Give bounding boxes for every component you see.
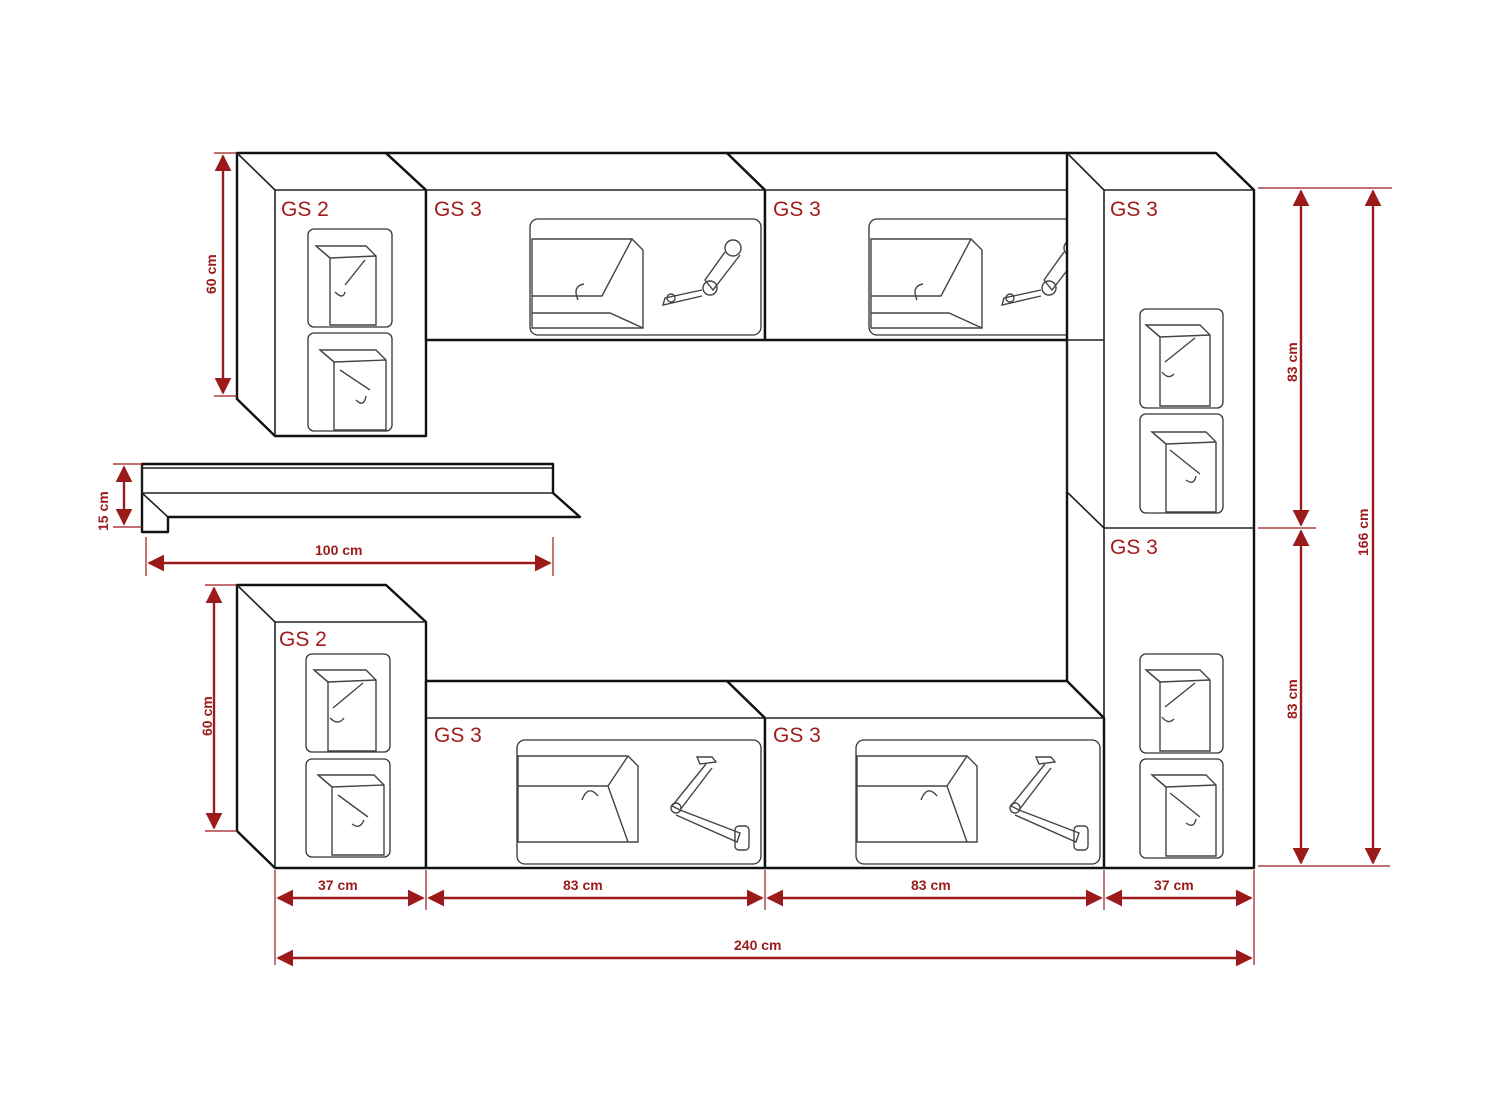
dimension-total-width: 240 cm [276,937,1253,967]
dimension-bottom-widths: 37 cm 83 cm 83 cm 37 cm [274,870,1255,965]
svg-text:83 cm: 83 cm [1284,342,1300,382]
svg-text:15 cm: 15 cm [95,491,111,531]
dimension-right-lower-height: 83 cm [1258,529,1390,867]
dimension-total-height: 166 cm [1316,187,1392,865]
module-label: GS 3 [434,198,482,221]
door-swing-icon [1150,431,1217,513]
door-swing-icon [318,349,387,431]
cabinet-bottom-mid-right: GS 3 [725,679,1106,870]
module-label: GS 3 [1110,536,1158,559]
cabinet-right-column: GS 3 GS 3 [1065,151,1256,870]
door-swing-icon [312,669,377,752]
svg-text:240 cm: 240 cm [734,937,781,953]
cabinet-top-mid-right: GS 3 [725,151,1106,342]
dimension-shelf-width: 100 cm [145,537,554,576]
module-label: GS 2 [279,628,327,651]
door-swing-icon [314,245,377,326]
svg-text:100 cm: 100 cm [315,542,362,558]
svg-text:166 cm: 166 cm [1355,509,1371,556]
svg-text:83 cm: 83 cm [911,877,951,893]
dimension-shelf-height: 15 cm [95,463,142,531]
cabinet-bottom-left: GS 2 [235,583,428,870]
svg-text:83 cm: 83 cm [1284,679,1300,719]
wall-shelf [140,462,582,534]
svg-text:83 cm: 83 cm [563,877,603,893]
door-swing-icon [1144,324,1211,407]
svg-text:60 cm: 60 cm [203,254,219,294]
flap-door-icon [531,238,644,329]
dimension-top-left-height: 60 cm [203,152,237,397]
cabinet-top-left: GS 2 [235,151,428,438]
cabinet-bottom-mid-left: GS 3 [424,679,767,870]
module-label: GS 3 [434,724,482,747]
lift-hinge-icon [662,239,742,306]
flap-stay-icon [1009,756,1089,851]
flap-door-icon [856,755,978,843]
module-label: GS 3 [773,724,821,747]
flap-door-icon [517,755,639,843]
door-swing-icon [1144,669,1211,752]
svg-text:37 cm: 37 cm [1154,877,1194,893]
module-label: GS 3 [773,198,821,221]
flap-stay-icon [670,756,750,851]
module-label: GS 3 [1110,198,1158,221]
module-label: GS 2 [281,198,329,221]
door-swing-icon [316,774,385,856]
svg-text:37 cm: 37 cm [318,877,358,893]
dimension-right-upper-height: 83 cm [1258,187,1316,529]
cabinet-top-mid-left: GS 3 [384,151,767,342]
svg-text:60 cm: 60 cm [199,696,215,736]
door-swing-icon [1150,774,1217,857]
dimension-bottom-left-height: 60 cm [199,584,237,832]
flap-door-icon [870,238,983,329]
